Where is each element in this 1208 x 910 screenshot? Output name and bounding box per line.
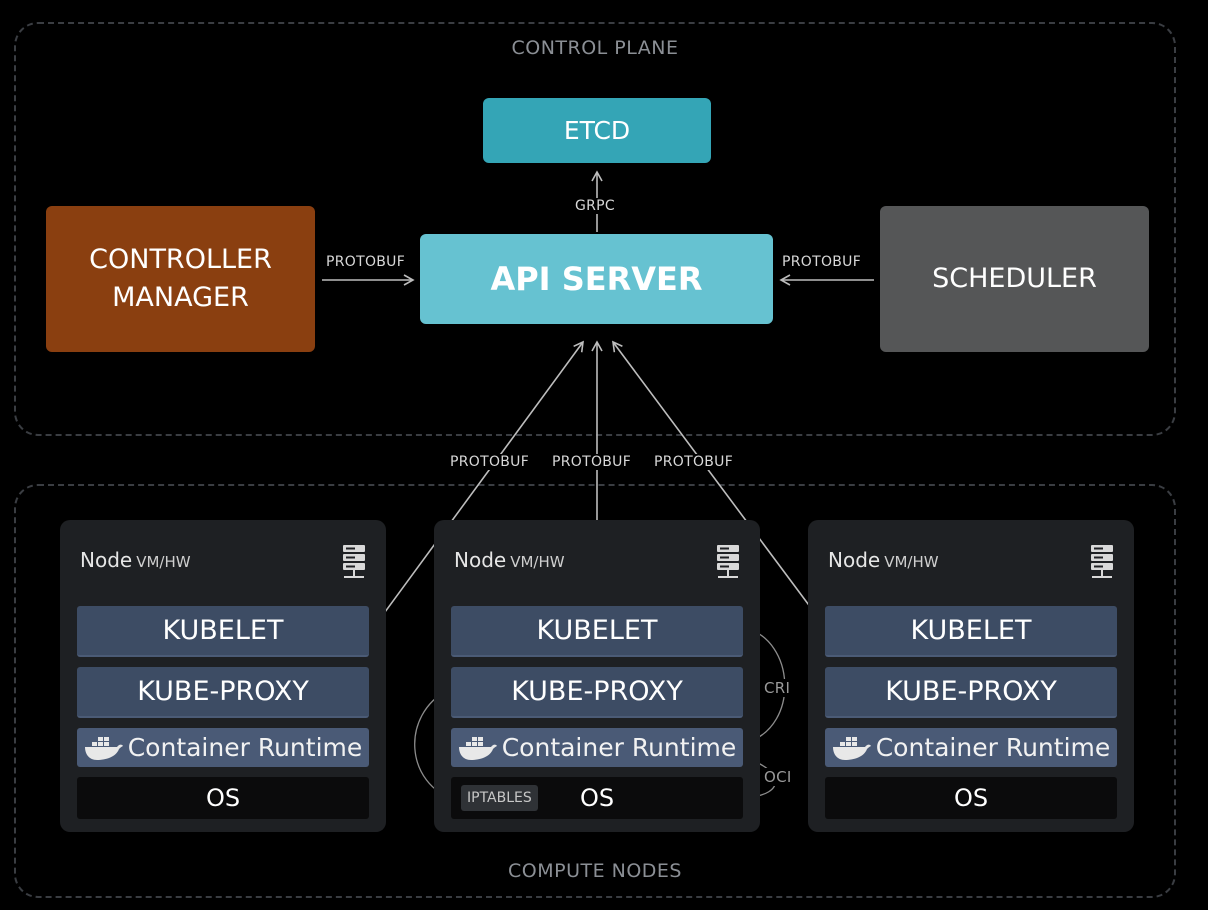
node-subtitle: VM/HW bbox=[884, 553, 939, 571]
container-runtime-label: Container Runtime bbox=[501, 733, 737, 762]
node2-protobuf-label: PROTOBUF bbox=[549, 454, 635, 470]
kubelet-layer: KUBELET bbox=[451, 606, 743, 657]
container-runtime-layer: Container Runtime bbox=[451, 728, 743, 767]
docker-whale-icon bbox=[84, 736, 123, 760]
kube-proxy-layer: KUBE-PROXY bbox=[451, 667, 743, 718]
iptables-badge: IPTABLES bbox=[461, 785, 538, 811]
kube-proxy-layer: KUBE-PROXY bbox=[825, 667, 1117, 718]
controller-manager-box: CONTROLLER MANAGER bbox=[46, 206, 315, 352]
grpc-label: GRPC bbox=[572, 198, 618, 214]
kube-proxy-layer: KUBE-PROXY bbox=[77, 667, 369, 718]
kubelet-layer: KUBELET bbox=[825, 606, 1117, 657]
node-subtitle: VM/HW bbox=[510, 553, 565, 571]
docker-whale-icon bbox=[832, 736, 871, 760]
cri-label: CRI bbox=[762, 679, 793, 697]
compute-nodes-region: COMPUTE NODES bbox=[14, 484, 1176, 898]
control-plane-title: CONTROL PLANE bbox=[511, 37, 679, 59]
api-server-box: API SERVER bbox=[420, 234, 773, 324]
container-runtime-label: Container Runtime bbox=[875, 733, 1111, 762]
node3-protobuf-label: PROTOBUF bbox=[651, 454, 737, 470]
os-layer: OS bbox=[77, 777, 369, 819]
control-plane-region: CONTROL PLANE bbox=[14, 22, 1176, 436]
container-runtime-layer: Container Runtime bbox=[825, 728, 1117, 767]
controller-protobuf-label: PROTOBUF bbox=[323, 254, 409, 270]
node1-protobuf-label: PROTOBUF bbox=[447, 454, 533, 470]
os-layer: OS bbox=[825, 777, 1117, 819]
server-rack-icon bbox=[1091, 545, 1113, 578]
etcd-box: ETCD bbox=[483, 98, 711, 163]
oci-label: OCI bbox=[762, 768, 794, 786]
compute-nodes-title: COMPUTE NODES bbox=[508, 860, 682, 882]
node-subtitle: VM/HW bbox=[136, 553, 191, 571]
docker-whale-icon bbox=[458, 736, 497, 760]
container-runtime-label: Container Runtime bbox=[127, 733, 363, 762]
kubelet-layer: KUBELET bbox=[77, 606, 369, 657]
server-rack-icon bbox=[343, 545, 365, 578]
container-runtime-layer: Container Runtime bbox=[77, 728, 369, 767]
scheduler-box: SCHEDULER bbox=[880, 206, 1149, 352]
scheduler-protobuf-label: PROTOBUF bbox=[779, 254, 865, 270]
server-rack-icon bbox=[717, 545, 739, 578]
